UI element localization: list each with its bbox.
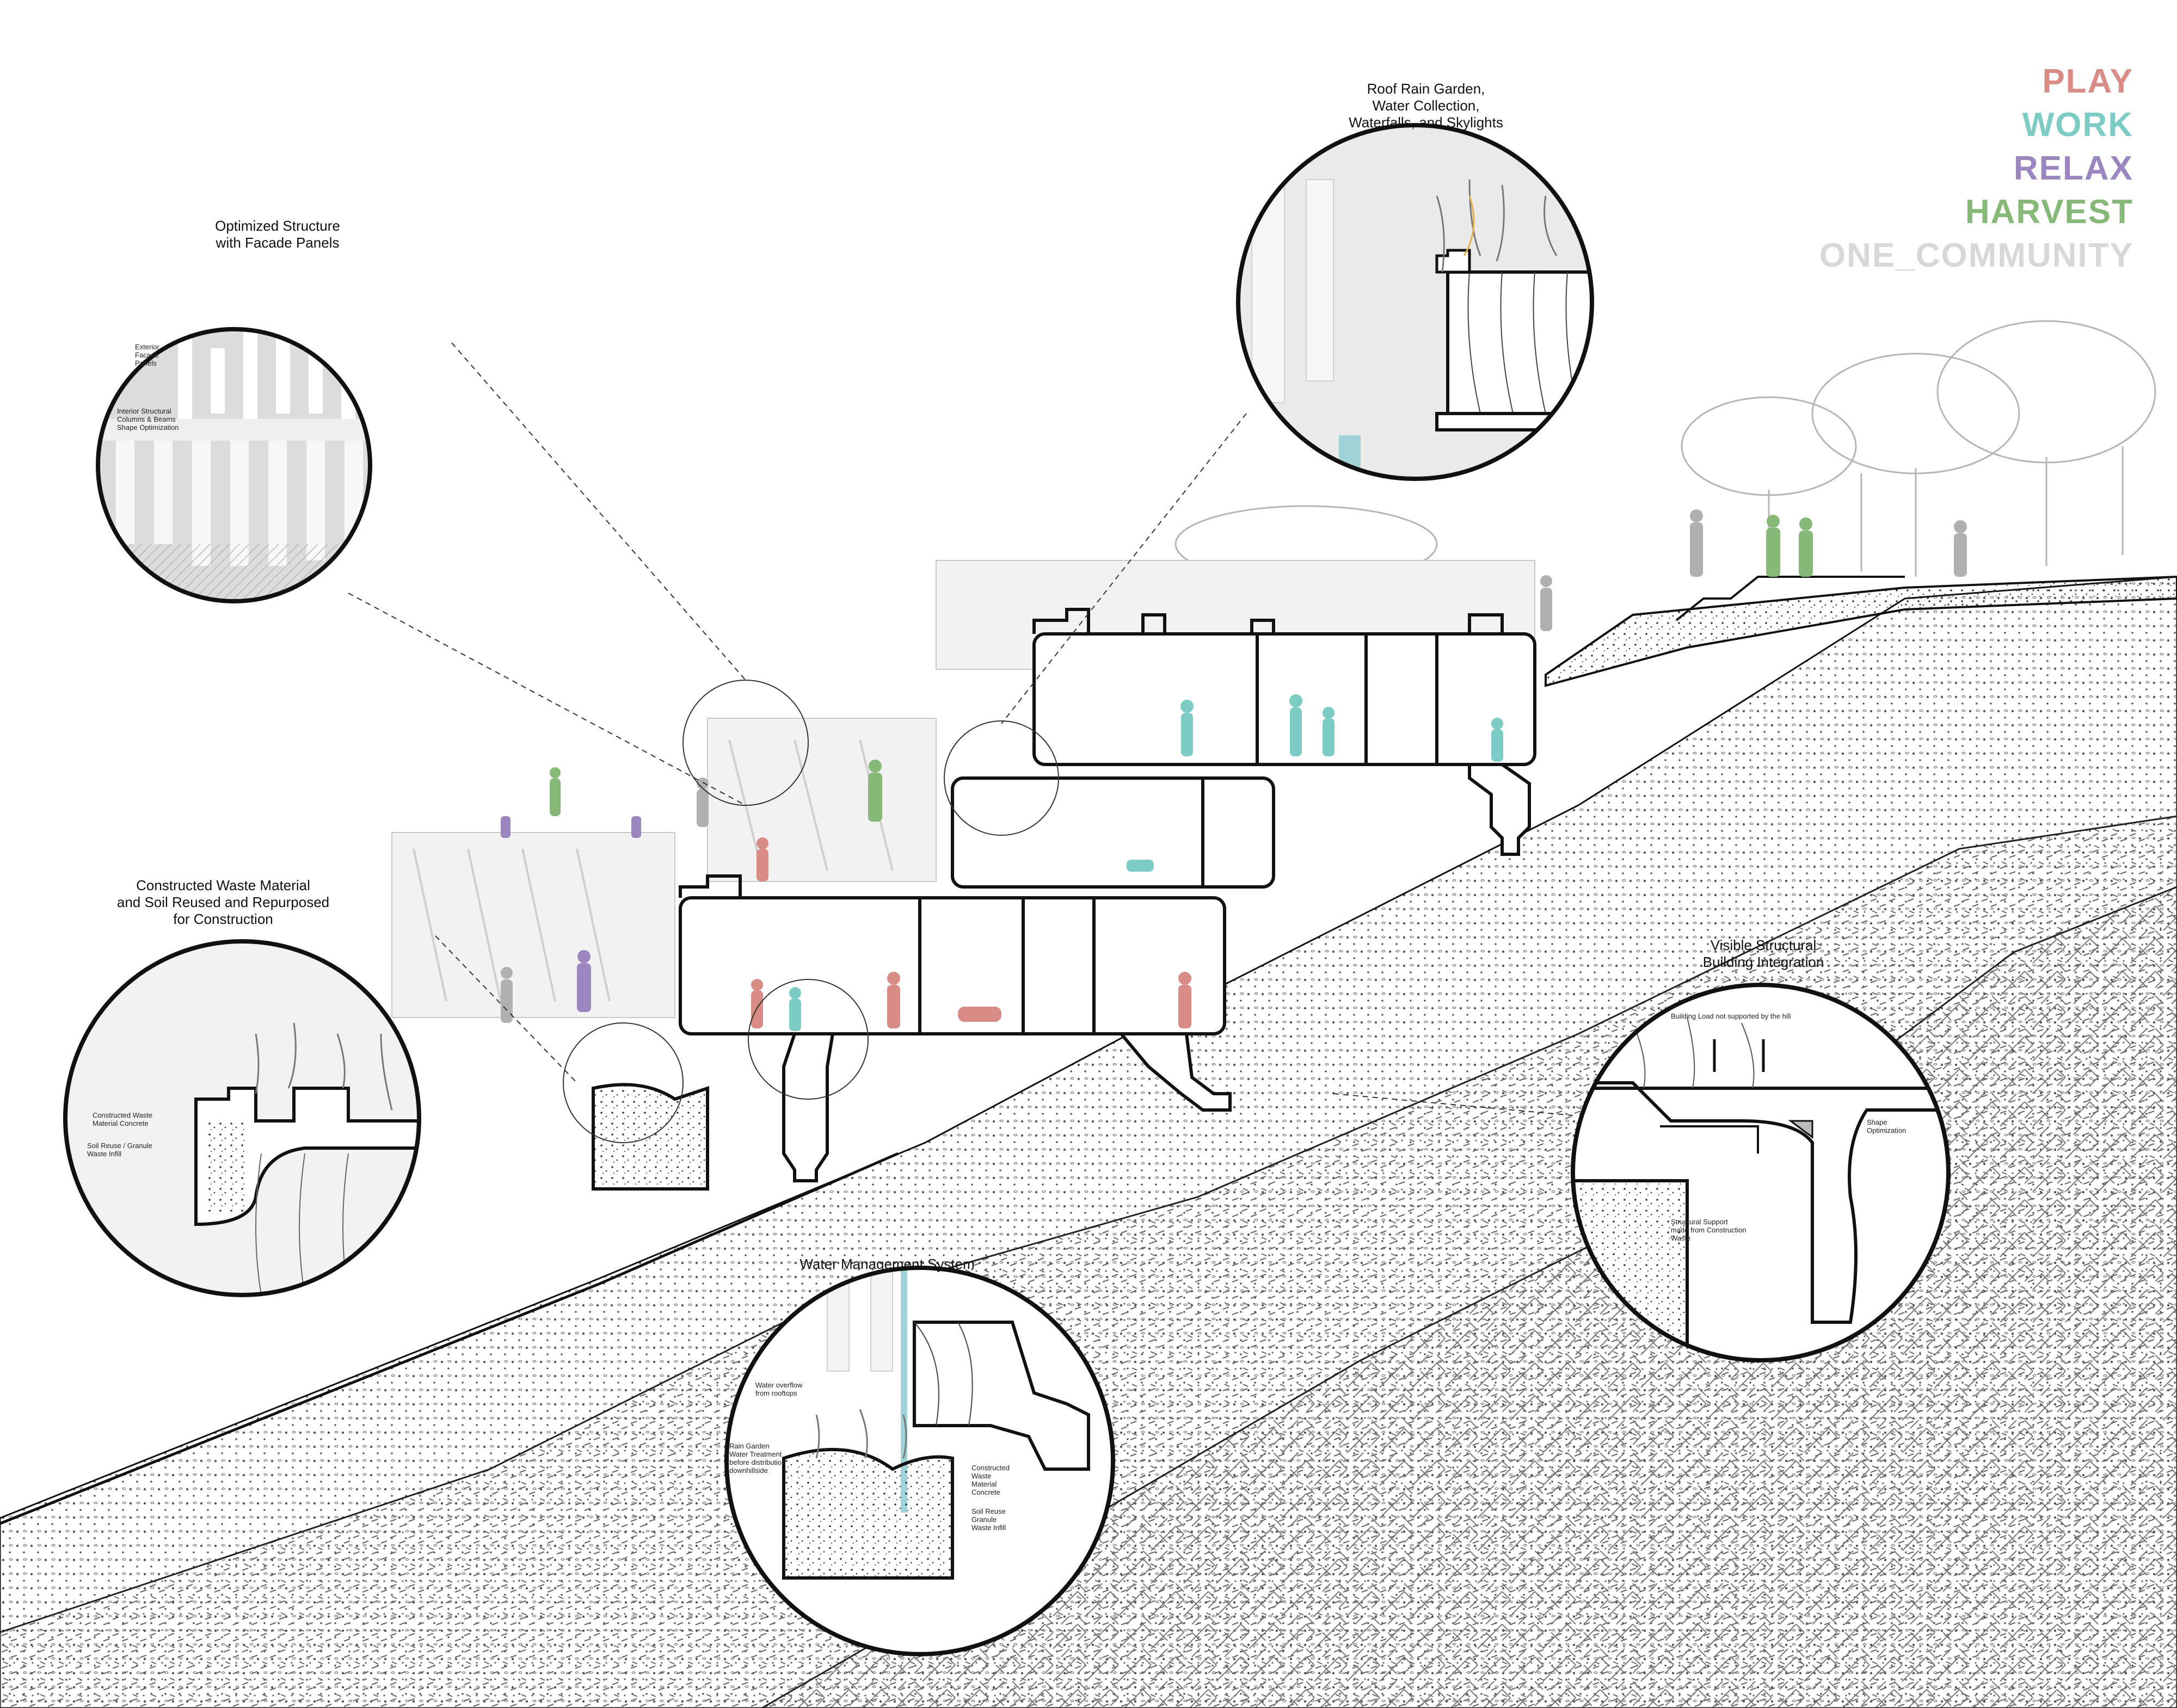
legend-relax: RELAX (2013, 150, 2133, 187)
structure-callout-title: Optimized Structure with Facade Panels (215, 218, 340, 251)
integration-note-load: Building Load not supported by the hill (1671, 1012, 1791, 1020)
integration-callout-title: Visible Structural Building Integration (1702, 937, 1824, 970)
callout-integration (1571, 983, 1951, 1362)
roof-callout-title: Roof Rain Garden, Water Collection, Wate… (1349, 81, 1503, 131)
leader-lines (348, 342, 1573, 1116)
water-note-rain-garden: Rain Garden Water Treatment before distr… (729, 1442, 786, 1475)
water-note-concrete: Constructed Waste Material Concrete (971, 1464, 1010, 1496)
water-callout-title: Water Management System (800, 1256, 975, 1272)
people-silhouettes (501, 509, 1967, 1031)
callout-roof (1236, 123, 1594, 481)
structure-note-interior: Interior Structural Columns & Beams Shap… (117, 407, 179, 431)
legend-work: WORK (2022, 106, 2133, 144)
structure-note-exterior: Exterior Facade Panels (135, 343, 159, 367)
callout-water (724, 1266, 1115, 1656)
legend-one-community: ONE_COMMUNITY (1819, 237, 2133, 274)
building-sections (679, 608, 1536, 1035)
waste-callout-title: Constructed Waste Material and Soil Reus… (116, 877, 330, 927)
water-note-overflow: Water overflow from rooftops (755, 1381, 803, 1397)
callout-waste (63, 939, 421, 1297)
legend-harvest: HARVEST (1965, 193, 2133, 231)
waste-note-concrete: Constructed Waste Material Concrete (93, 1111, 153, 1127)
integration-note-shape: Shape Optimization (1867, 1118, 1907, 1134)
legend-play: PLAY (2042, 63, 2133, 100)
integration-note-support: Structural Support made from Constructio… (1671, 1218, 1746, 1242)
callout-structure (96, 327, 372, 603)
detail-markers (563, 680, 1059, 1143)
structural-supports (592, 763, 1531, 1191)
water-note-soil: Soil Reuse Granule Waste Infill (971, 1507, 1006, 1532)
legend: PLAY WORK RELAX HARVEST ONE_COMMUNITY (1819, 60, 2133, 278)
waste-note-soil: Soil Reuse / Granule Waste Infill (87, 1142, 152, 1158)
